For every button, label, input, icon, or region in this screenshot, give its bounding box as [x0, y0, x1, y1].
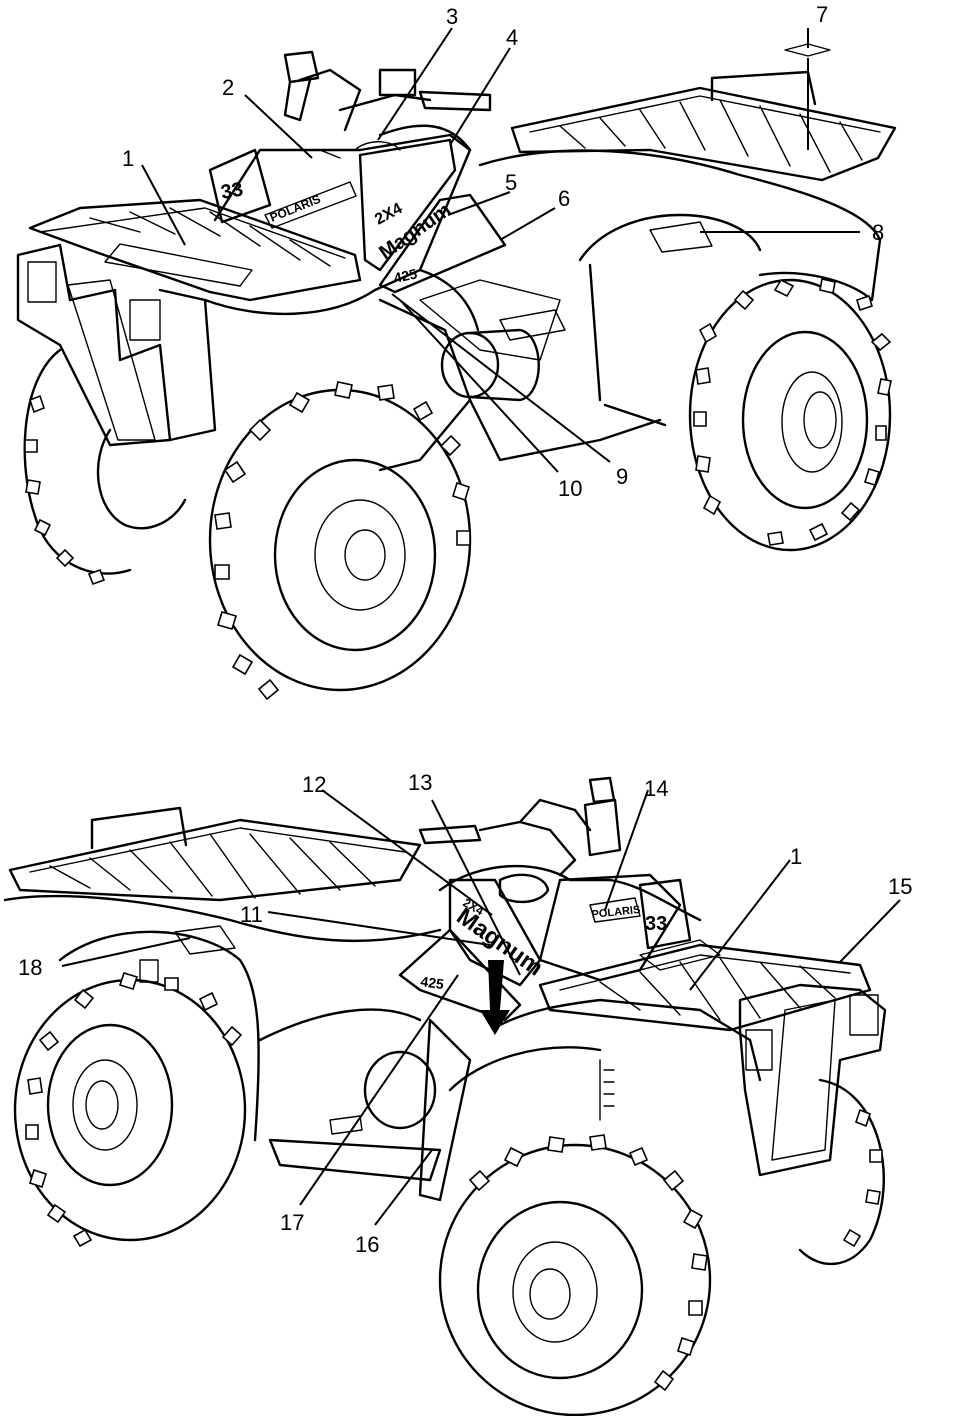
front-left-wheel-top — [23, 348, 187, 586]
front-wheel-bottom — [438, 1134, 712, 1416]
rear-rack-bottom — [8, 806, 422, 902]
drive-decal-top: 2X4 — [372, 200, 405, 228]
callout-1-bottom: 1 — [790, 844, 802, 869]
rear-wheel-bottom — [13, 972, 247, 1248]
callout-3: 3 — [446, 4, 458, 29]
atv-top-illustration: 33 POLARIS 2X4 Magnum 425 — [16, 2, 897, 701]
center-body-bottom: POLARIS 33 2X4 Magnum 425 — [258, 776, 702, 1182]
front-rack-bottom — [538, 939, 872, 1032]
callout-labels-bottom: 11 12 13 14 1 15 16 17 18 — [18, 770, 912, 1257]
callout-2: 2 — [222, 75, 234, 100]
front-hood-top: 33 POLARIS 2X4 Magnum 425 — [203, 50, 662, 472]
front-far-wheel-bottom — [798, 1078, 885, 1265]
number-plate-bottom: 33 — [645, 913, 667, 935]
rear-fender-decal-top — [649, 221, 713, 253]
front-grille-top — [16, 243, 217, 447]
leader-lines-top — [141, 27, 860, 473]
displacement-decal-bottom: 425 — [420, 973, 446, 992]
rear-wheel-top — [688, 278, 892, 552]
callout-5: 5 — [505, 170, 517, 195]
callout-12: 12 — [302, 772, 326, 797]
svg-text:33: 33 — [219, 178, 245, 204]
front-grille-bottom — [738, 983, 887, 1177]
leader-lines-bottom — [61, 789, 901, 1226]
callout-1-top: 1 — [122, 146, 134, 171]
callout-labels-top: 1 2 3 4 5 6 7 8 9 10 — [122, 2, 884, 501]
callout-4: 4 — [506, 25, 518, 50]
callout-6: 6 — [558, 186, 570, 211]
front-rack-top — [28, 198, 362, 302]
atv-bottom-illustration: POLARIS 33 2X4 Magnum 425 — [3, 770, 912, 1416]
callout-8: 8 — [872, 220, 884, 245]
callout-7: 7 — [816, 2, 828, 27]
brand-decal-bottom: POLARIS — [591, 904, 641, 921]
callout-14: 14 — [644, 776, 668, 801]
rear-fender-decal-bottom — [174, 925, 236, 955]
callout-13: 13 — [408, 770, 432, 795]
callout-16: 16 — [355, 1232, 379, 1257]
callout-18: 18 — [18, 955, 42, 980]
front-fender-bottom — [418, 998, 762, 1202]
callout-11: 11 — [240, 902, 263, 927]
callout-9: 9 — [616, 464, 628, 489]
callout-17: 17 — [280, 1210, 304, 1235]
callout-10: 10 — [558, 476, 582, 501]
callout-15: 15 — [888, 874, 912, 899]
rear-fender-bottom — [3, 894, 442, 1142]
displacement-decal-top: 425 — [392, 265, 418, 286]
front-wheel-top — [208, 381, 472, 701]
